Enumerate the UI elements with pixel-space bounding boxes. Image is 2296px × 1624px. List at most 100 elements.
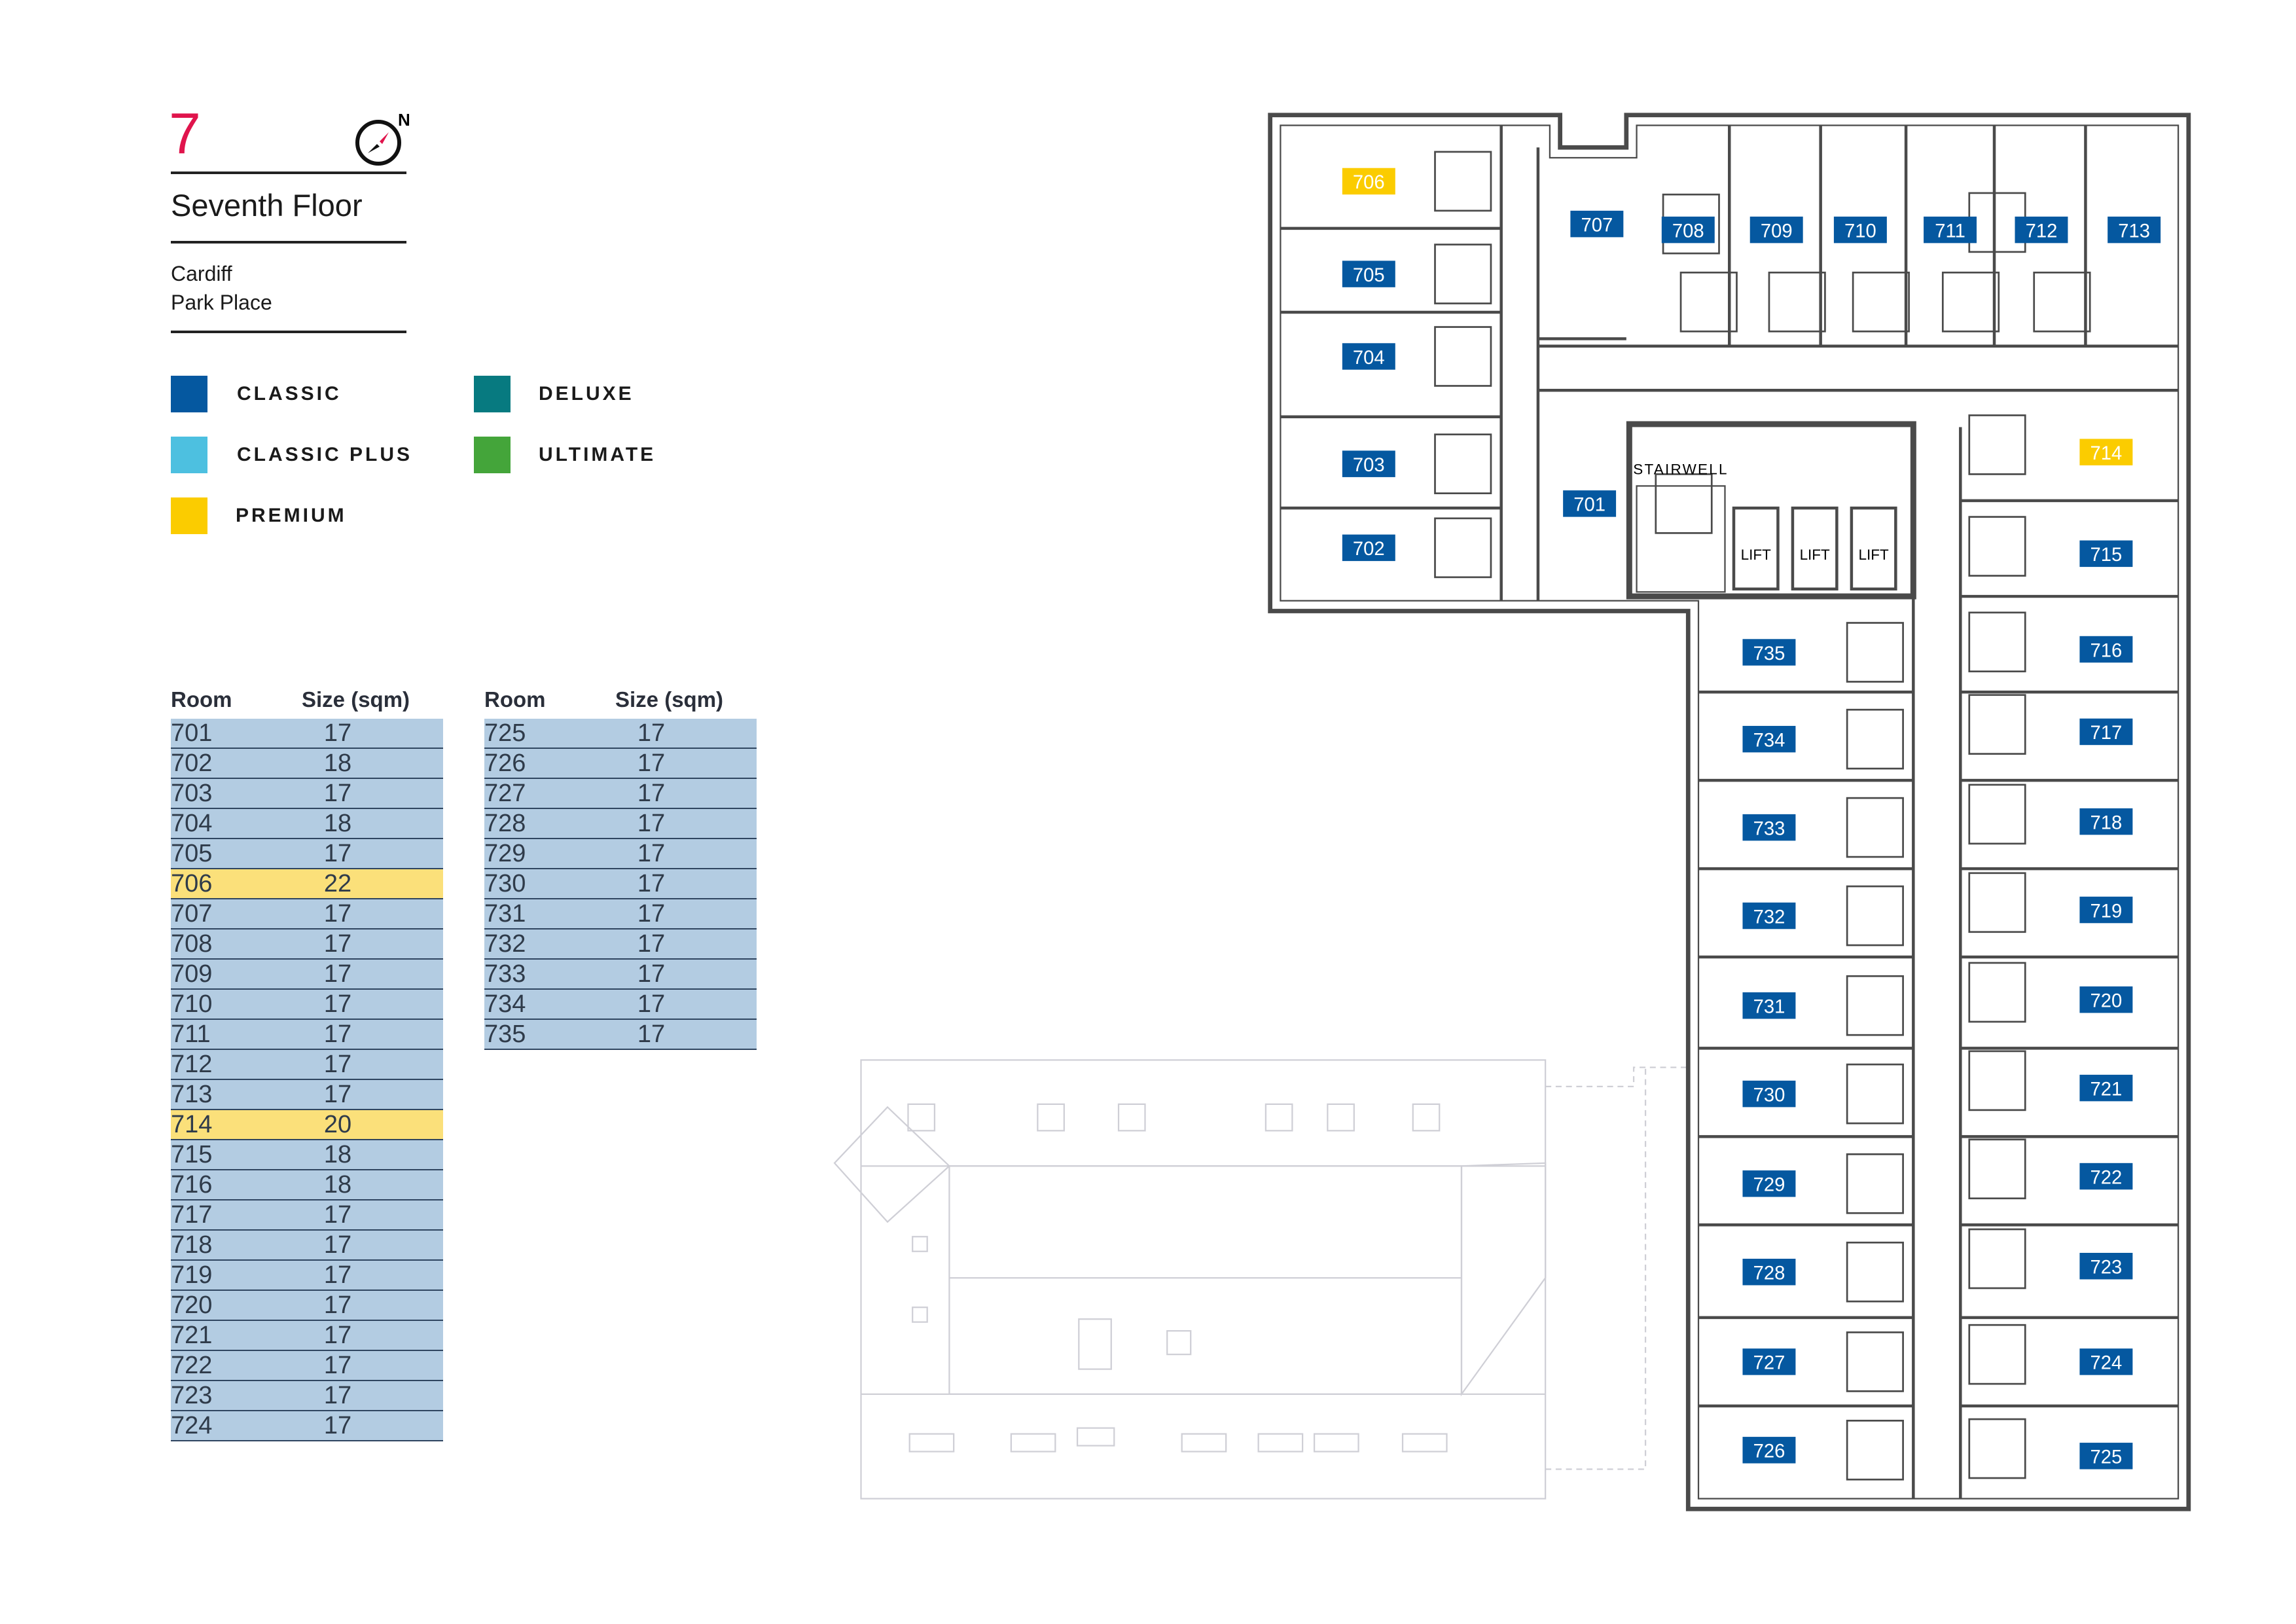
room-715[interactable]: 715: [2079, 540, 2133, 568]
room-735[interactable]: 735: [1742, 639, 1796, 666]
room-label-text: 728: [1753, 1263, 1785, 1284]
bathroom-pod: [1968, 414, 2026, 475]
room-719[interactable]: 719: [2079, 896, 2133, 924]
room-724[interactable]: 724: [2079, 1348, 2133, 1375]
room-721[interactable]: 721: [2079, 1074, 2133, 1102]
room-718[interactable]: 718: [2079, 808, 2133, 835]
floor-title: Seventh Floor: [171, 188, 363, 223]
room-label-badge: [2079, 636, 2133, 663]
bathroom-pod: [1846, 1241, 1904, 1303]
room-label-badge: [1742, 725, 1796, 753]
room-710[interactable]: 710: [1833, 216, 1887, 244]
bathroom-pod: [1968, 1138, 2026, 1200]
room-label-badge: [1742, 639, 1796, 666]
room-label-badge: [1342, 261, 1395, 287]
room-number-cell: 716: [171, 1171, 213, 1199]
room-723[interactable]: 723: [2079, 1252, 2133, 1280]
room-label-badge: [1742, 902, 1796, 929]
room-709[interactable]: 709: [1749, 216, 1803, 244]
legend-swatch-deluxe: [474, 376, 511, 412]
room-number-cell: 712: [171, 1051, 213, 1078]
room-label-badge: [2079, 1074, 2133, 1102]
room-size-cell: 17: [323, 1382, 352, 1409]
room-size-cell: 18: [323, 1141, 352, 1168]
room-label-text: 726: [1753, 1441, 1785, 1462]
room-label-text: 707: [1581, 215, 1613, 236]
room-712[interactable]: 712: [2015, 216, 2068, 244]
room-size-cell: 17: [637, 840, 666, 867]
room-size-cell: 17: [323, 780, 352, 807]
room-label-badge: [1742, 992, 1796, 1019]
bathroom-pod: [2033, 271, 2091, 333]
legend-swatch-classic: [171, 376, 207, 412]
room-707[interactable]: 707: [1570, 210, 1624, 238]
room-label-badge: [1342, 168, 1395, 195]
room-number-cell: 714: [171, 1111, 213, 1138]
room-size-cell: 17: [323, 1020, 352, 1048]
room-label-badge: [1742, 1437, 1796, 1464]
room-731[interactable]: 731: [1742, 992, 1796, 1019]
room-number-cell: 704: [171, 810, 213, 837]
room-701[interactable]: 701: [1563, 490, 1617, 517]
room-size-cell: 17: [637, 870, 666, 897]
room-size-cell: 17: [637, 960, 666, 988]
divider: [171, 331, 406, 333]
bathroom-pod: [1846, 1063, 1904, 1125]
room-label-badge: [2108, 216, 2161, 244]
room-label-text: 716: [2090, 640, 2123, 661]
room-size-cell: 20: [323, 1111, 352, 1138]
room-label-badge: [1742, 1170, 1796, 1197]
room-size-cell: 17: [323, 900, 352, 928]
room-714[interactable]: 714: [2079, 439, 2133, 465]
room-size-cell: 17: [323, 990, 352, 1018]
room-size-cell: 17: [637, 810, 666, 837]
room-726[interactable]: 726: [1742, 1437, 1796, 1464]
legend-label-premium: PREMIUM: [236, 505, 347, 526]
room-number-cell: 721: [171, 1322, 213, 1349]
bathroom-pod: [1846, 708, 1904, 770]
room-size-cell: 17: [323, 1261, 352, 1289]
bathroom-pod: [1434, 244, 1492, 304]
room-725[interactable]: 725: [2079, 1443, 2133, 1470]
bathroom-pod: [1968, 962, 2026, 1023]
room-732[interactable]: 732: [1742, 902, 1796, 929]
room-label-text: 704: [1353, 348, 1385, 369]
room-708[interactable]: 708: [1661, 216, 1715, 244]
room-label-badge: [2079, 718, 2133, 746]
room-703[interactable]: 703: [1342, 450, 1395, 477]
room-734[interactable]: 734: [1742, 725, 1796, 753]
room-716[interactable]: 716: [2079, 636, 2133, 663]
lift-label: LIFT: [1859, 547, 1889, 563]
room-size-cell: 17: [323, 1201, 352, 1229]
room-704[interactable]: 704: [1342, 343, 1395, 370]
room-733[interactable]: 733: [1742, 814, 1796, 841]
room-706[interactable]: 706: [1342, 168, 1395, 195]
room-717[interactable]: 717: [2079, 718, 2133, 746]
room-number-cell: 732: [484, 930, 526, 958]
room-label-badge: [2079, 1252, 2133, 1280]
room-728[interactable]: 728: [1742, 1258, 1796, 1286]
room-729[interactable]: 729: [1742, 1170, 1796, 1197]
room-720[interactable]: 720: [2079, 986, 2133, 1013]
room-number-cell: 718: [171, 1231, 213, 1259]
room-702[interactable]: 702: [1342, 534, 1395, 562]
room-722[interactable]: 722: [2079, 1163, 2133, 1190]
room-713[interactable]: 713: [2108, 216, 2161, 244]
room-727[interactable]: 727: [1742, 1348, 1796, 1375]
room-711[interactable]: 711: [1924, 216, 1977, 244]
room-label-badge: [2079, 986, 2133, 1013]
legend-label-classic: CLASSIC: [237, 383, 342, 405]
room-label-badge: [1342, 343, 1395, 370]
room-730[interactable]: 730: [1742, 1080, 1796, 1108]
room-705[interactable]: 705: [1342, 261, 1395, 287]
